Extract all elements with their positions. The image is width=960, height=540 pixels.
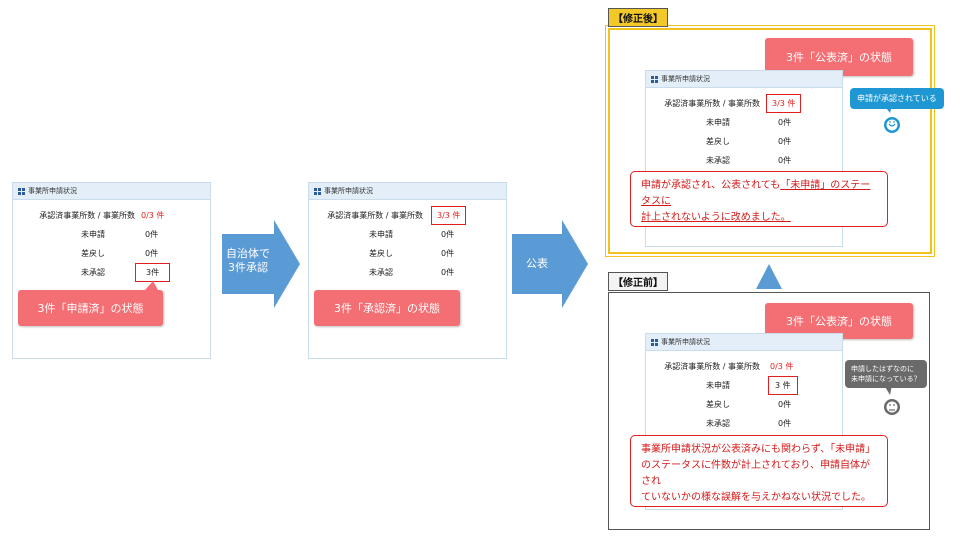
right-arrow-icon bbox=[222, 220, 300, 308]
arrow2-label: 公表 bbox=[526, 257, 548, 270]
panel-title: 事業所申請状況 bbox=[28, 187, 77, 195]
stage1-callout: 3件「申請済」の状態 bbox=[18, 290, 163, 326]
approved-label: 承認済事業所数 / 事業所数 bbox=[664, 362, 760, 371]
after-note-highlight: 「未申請」のステータスに bbox=[641, 180, 871, 207]
arrow1-line2: 3件承認 bbox=[228, 261, 268, 274]
panel-header: 事業所申請状況 bbox=[646, 334, 842, 351]
panel-title: 事業所申請状況 bbox=[661, 338, 710, 346]
arrow1-line1: 自治体で bbox=[226, 247, 270, 260]
before-frame bbox=[608, 292, 930, 530]
bubble-line1: 申請したはずなのに bbox=[851, 365, 914, 373]
unapproved-label: 未承認 bbox=[706, 419, 730, 428]
unapplied-label: 未申請 bbox=[706, 381, 730, 390]
after-frame bbox=[605, 25, 935, 257]
unapproved-value: 3件 bbox=[135, 263, 171, 282]
returned-label: 差戻し bbox=[81, 249, 105, 258]
confused-speech-bubble: 申請したはずなのに 未申請になっている？ bbox=[845, 360, 927, 388]
before-tag: 【修正前】 bbox=[608, 272, 668, 291]
unapproved-label: 未承認 bbox=[369, 268, 393, 277]
unapproved-value: 0件 bbox=[778, 156, 792, 165]
returned-value: 0件 bbox=[441, 249, 455, 258]
approved-value: 0/3 件 bbox=[141, 211, 165, 220]
panel-title: 事業所申請状況 bbox=[324, 187, 373, 195]
after-note-pre: 申請が承認され、公表されても bbox=[641, 180, 781, 191]
status-panel-stage2: 事業所申請状況 承認済事業所数 / 事業所数 3/3 件 未申請 0件 差戻し … bbox=[308, 182, 507, 359]
grid-icon bbox=[651, 75, 658, 83]
after-tag: 【修正後】 bbox=[608, 8, 668, 27]
grid-icon bbox=[651, 338, 658, 346]
returned-value: 0件 bbox=[778, 400, 792, 409]
panel-title: 事業所申請状況 bbox=[661, 75, 710, 83]
stage2-callout: 3件「承認済」の状態 bbox=[314, 290, 460, 326]
panel-header: 事業所申請状況 bbox=[13, 183, 210, 200]
approved-value: 0/3 件 bbox=[770, 362, 794, 371]
after-note-post: 計上されないように改めました。 bbox=[641, 212, 791, 223]
approved-speech-bubble: 申請が承認されている bbox=[850, 88, 944, 109]
unapproved-value: 0件 bbox=[441, 268, 455, 277]
grid-icon bbox=[18, 187, 25, 195]
unapplied-label: 未申請 bbox=[706, 118, 730, 127]
before-note: 事業所申請状況が公表済みにも関わらず、「未申請」 のステータスに件数が計上されて… bbox=[630, 435, 888, 507]
approved-label: 承認済事業所数 / 事業所数 bbox=[39, 211, 135, 220]
unapplied-value: 0件 bbox=[145, 230, 159, 239]
arrow1-label: 自治体で 3件承認 bbox=[222, 247, 274, 275]
returned-value: 0件 bbox=[778, 137, 792, 146]
panel-header: 事業所申請状況 bbox=[309, 183, 506, 200]
before-note-line2: のステータスに件数が計上されており、申請自体がされ bbox=[641, 460, 870, 487]
approved-label: 承認済事業所数 / 事業所数 bbox=[664, 99, 760, 108]
confused-face-icon bbox=[884, 385, 900, 415]
approved-value: 3/3 件 bbox=[766, 94, 802, 113]
unapplied-value: 3 件 bbox=[768, 376, 798, 395]
smile-face-icon bbox=[884, 105, 900, 133]
returned-label: 差戻し bbox=[706, 137, 730, 146]
unapplied-value: 0件 bbox=[441, 230, 455, 239]
unapplied-value: 0件 bbox=[778, 118, 792, 127]
right-arrow-icon bbox=[512, 220, 588, 308]
unapproved-label: 未承認 bbox=[706, 156, 730, 165]
before-note-line1: 事業所申請状況が公表済みにも関わらず、「未申請」 bbox=[641, 444, 876, 455]
panel-header: 事業所申請状況 bbox=[646, 71, 842, 88]
after-callout: 3件「公表済」の状態 bbox=[765, 38, 913, 76]
after-note: 申請が承認され、公表されても「未申請」のステータスに 計上されないように改めまし… bbox=[630, 171, 888, 227]
approved-label: 承認済事業所数 / 事業所数 bbox=[327, 211, 423, 220]
bubble-line2: 未申請になっている？ bbox=[851, 375, 921, 383]
returned-label: 差戻し bbox=[706, 400, 730, 409]
approved-value: 3/3 件 bbox=[431, 206, 467, 225]
unapproved-label: 未承認 bbox=[81, 268, 105, 277]
before-note-line3: ていないかの様な誤解を与えかねない状況でした。 bbox=[641, 492, 871, 503]
unapplied-label: 未申請 bbox=[81, 230, 105, 239]
up-triangle-icon bbox=[756, 264, 782, 289]
status-panel-stage1: 事業所申請状況 承認済事業所数 / 事業所数 0/3 件 未申請 0件 差戻し … bbox=[12, 182, 211, 359]
returned-value: 0件 bbox=[145, 249, 159, 258]
unapplied-label: 未申請 bbox=[369, 230, 393, 239]
unapproved-value: 0件 bbox=[778, 419, 792, 428]
returned-label: 差戻し bbox=[369, 249, 393, 258]
grid-icon bbox=[314, 187, 321, 195]
